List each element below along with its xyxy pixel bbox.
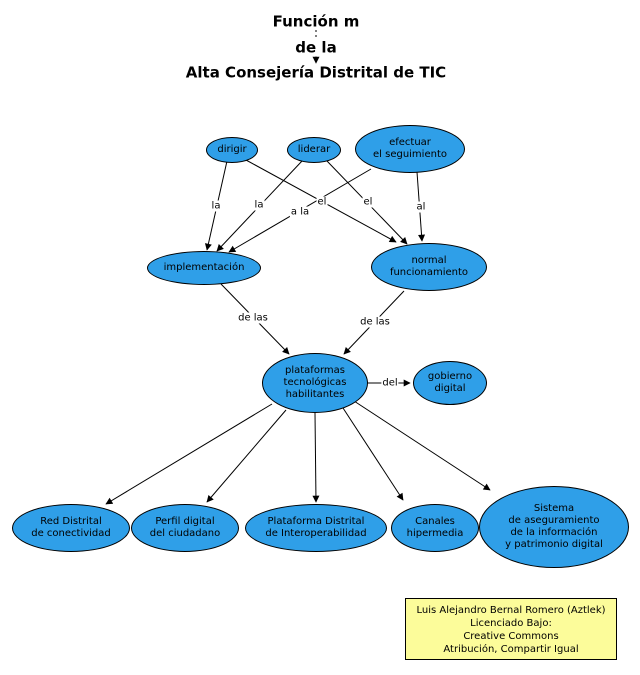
node-gobierno-digital[interactable]: gobierno digital: [413, 361, 487, 405]
edge-plataformas-canales: [342, 407, 404, 501]
license-line-cc: Creative Commons: [463, 631, 559, 642]
node-dirigir[interactable]: dirigir: [206, 137, 258, 163]
edge-normal-plataformas: [343, 290, 405, 355]
license-line-terms: Atribución, Compartir Igual: [443, 644, 579, 655]
edge-plataformas-perfil: [206, 409, 287, 503]
license-box: Luis Alejandro Bernal Romero (Aztlek) Li…: [405, 598, 617, 660]
license-line-licensed: Licenciado Bajo:: [470, 618, 552, 629]
edge-plataformas-plataforma-distrital: [312, 412, 320, 503]
node-plataforma-distrital-de-interoperabilidad[interactable]: Plataforma Distrital de Interoperabilida…: [245, 504, 387, 552]
node-implementacion[interactable]: implementación: [147, 251, 261, 285]
node-normal-funcionamiento[interactable]: normal funcionamiento: [371, 243, 487, 291]
edge-dirigir-implementacion: [204, 160, 228, 251]
edge-implementacion-plataformas: [220, 283, 290, 355]
edge-plataformas-red: [105, 403, 273, 505]
node-canales-hipermedia[interactable]: Canales hipermedia: [391, 504, 479, 552]
node-red-distrital-de-conectividad[interactable]: Red Distrital de conectividad: [12, 504, 130, 552]
edge-efectuar-implementacion: [228, 168, 372, 253]
license-line-author: Luis Alejandro Bernal Romero (Aztlek): [416, 605, 606, 616]
node-sistema-aseguramiento[interactable]: Sistema de aseguramiento de la informaci…: [479, 486, 629, 568]
edge-plataformas-sistema: [353, 400, 491, 491]
edge-liderar-implementacion: [216, 160, 303, 252]
node-plataformas-tecnologicas-habilitantes[interactable]: plataformas tecnológicas habilitantes: [262, 353, 368, 413]
edge-liderar-normal: [326, 160, 408, 245]
edge-dirigir-normal: [245, 159, 397, 243]
node-efectuar-el-seguimiento[interactable]: efectuar el seguimiento: [355, 125, 465, 173]
node-perfil-digital-del-ciudadano[interactable]: Perfil digital del ciudadano: [131, 504, 239, 552]
edge-efectuar-normal: [416, 171, 426, 242]
node-liderar[interactable]: liderar: [287, 137, 341, 163]
